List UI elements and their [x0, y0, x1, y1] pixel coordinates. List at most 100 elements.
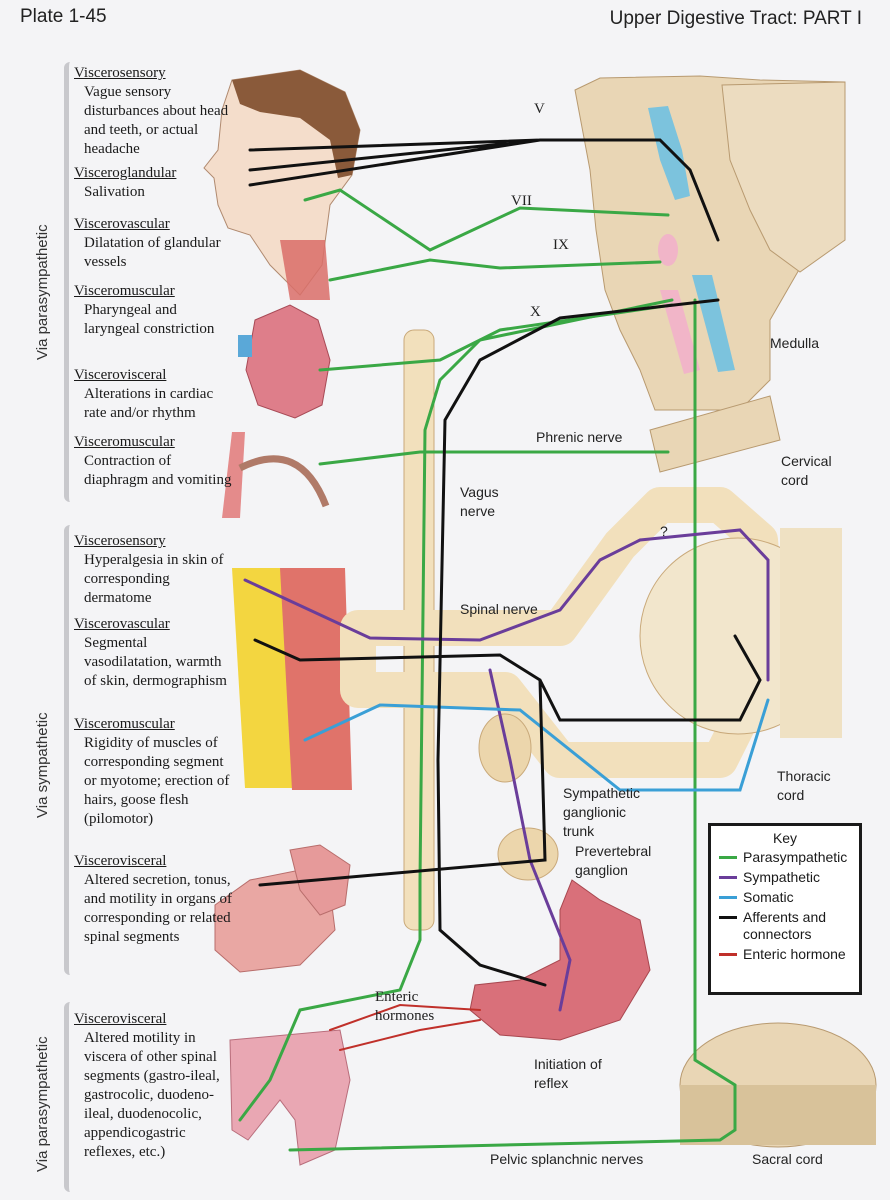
heart-vessel-blue	[238, 335, 252, 357]
effect-text: Pharyngeal and laryngeal constriction	[84, 302, 215, 337]
legend-label: Afferents and connectors	[743, 909, 827, 942]
group-bracket-3	[64, 1002, 77, 1192]
label-spinal-nerve: Spinal nerve	[460, 601, 538, 617]
sacral-cord-base	[680, 1085, 876, 1145]
sympathetic-ganglion	[478, 713, 532, 783]
medulla-blue-tract	[692, 275, 735, 372]
effect-block: Viscerovascular Dilatation of glandular …	[74, 215, 234, 272]
hair-shape	[232, 70, 360, 178]
afferent-path-vagus	[436, 298, 720, 987]
effect-heading: Viscerovisceral	[74, 853, 167, 869]
effect-heading: Visceromuscular	[74, 716, 175, 732]
effect-heading: Viscerovisceral	[74, 1011, 167, 1027]
afferent-path-spinal	[253, 634, 762, 887]
afferent-path-head	[248, 138, 720, 242]
label-prevertebral-ganglion: Prevertebral ganglion	[575, 843, 652, 878]
parasympathetic-path-vagus	[238, 298, 674, 1122]
parasympathetic-path-phrenic	[318, 450, 670, 466]
effect-text: Vague sensory disturbances about head an…	[84, 84, 229, 157]
heart-shape	[245, 304, 331, 419]
label-cranial-v: V	[534, 101, 545, 117]
effect-heading: Viscerosensory	[74, 65, 166, 81]
effect-heading: Viscerovascular	[74, 616, 170, 632]
effect-heading: Visceroglandular	[74, 165, 177, 181]
label-phrenic-nerve: Phrenic nerve	[536, 429, 623, 445]
neck-shape	[280, 240, 330, 300]
diaphragm-shape	[222, 432, 245, 518]
parasympathetic-path-heart	[318, 303, 674, 372]
label-vagus-nerve: Vagus nerve	[460, 484, 499, 519]
effect-block: Visceroglandular Salivation	[74, 164, 234, 202]
label-enteric-hormones: Enteric hormones	[375, 989, 435, 1024]
muscle-section	[280, 568, 352, 790]
diaphragm-arc	[238, 455, 330, 508]
plate-number: Plate 1-45	[20, 6, 107, 27]
effect-block: Visceromuscular Contraction of diaphragm…	[74, 433, 234, 490]
label-cranial-ix: IX	[553, 237, 569, 253]
legend-label: Enteric hormone	[743, 946, 846, 962]
effect-text: Altered motility in viscera of other spi…	[84, 1030, 220, 1160]
effect-text: Dilatation of glandular vessels	[84, 235, 221, 270]
effect-text: Rigidity of muscles of corresponding seg…	[84, 735, 230, 827]
group-label-sympathetic: Via sympathetic	[34, 712, 51, 818]
enteric-hormone-path	[329, 1003, 481, 1051]
cervical-cord-shape	[649, 395, 781, 473]
thoracic-cord-right	[780, 528, 842, 738]
label-cervical-cord: Cervical cord	[781, 453, 832, 488]
group-label-parasympathetic-upper: Via parasympathetic	[34, 224, 51, 360]
label-cranial-x: X	[530, 304, 541, 320]
legend-item: Afferents and connectors	[719, 909, 859, 943]
legend-label: Parasympathetic	[743, 849, 848, 865]
legend-swatch	[719, 856, 737, 859]
medulla-pink-tract	[660, 290, 700, 374]
effect-text: Alterations in cardiac rate and/or rhyth…	[84, 386, 214, 421]
effect-heading: Visceromuscular	[74, 283, 175, 299]
label-question-mark: ?	[660, 523, 668, 539]
legend-label: Somatic	[743, 889, 794, 905]
label-pelvic-splanchnic: Pelvic splanchnic nerves	[490, 1151, 644, 1167]
parasympathetic-path-pelvic	[288, 298, 737, 1152]
effect-text: Segmental vasodilatation, warmth of skin…	[84, 635, 227, 689]
effect-block: Visceromuscular Rigidity of muscles of c…	[74, 715, 234, 829]
legend-swatch	[719, 896, 737, 899]
group-bracket-1	[64, 62, 77, 502]
legend-swatch	[719, 953, 737, 956]
effect-block: Viscerovisceral Alterations in cardiac r…	[74, 366, 234, 423]
effect-block: Viscerovisceral Altered secretion, tonus…	[74, 852, 234, 947]
legend-item: Enteric hormone	[719, 946, 859, 963]
group-label-parasympathetic-lower: Via parasympathetic	[34, 1036, 51, 1172]
effect-heading: Viscerovascular	[74, 216, 170, 232]
label-sympathetic-trunk: Sympathetic ganglionic trunk	[563, 785, 641, 839]
legend-item: Parasympathetic	[719, 849, 859, 866]
legend: Key Parasympathetic Sympathetic Somatic …	[708, 823, 862, 995]
effect-block: Viscerovisceral Altered motility in visc…	[74, 1010, 234, 1162]
parasympathetic-path-vii	[303, 188, 670, 252]
stomach-shape	[469, 879, 651, 1041]
legend-swatch	[719, 876, 737, 879]
page-title: Upper Digestive Tract: PART I	[609, 8, 862, 29]
effect-text: Salivation	[84, 184, 145, 200]
group-bracket-2	[64, 525, 77, 975]
parasympathetic-path-ix	[328, 258, 662, 282]
label-medulla: Medulla	[770, 335, 820, 351]
effect-block: Viscerosensory Vague sensory disturbance…	[74, 64, 234, 159]
medulla-pink-nucleus	[658, 234, 678, 266]
legend-swatch	[719, 916, 737, 919]
effect-text: Contraction of diaphragm and vomiting	[84, 453, 232, 488]
label-cranial-vii: VII	[511, 193, 532, 209]
effect-block: Visceromuscular Pharyngeal and laryngeal…	[74, 282, 234, 339]
effect-block: Viscerovascular Segmental vasodilatation…	[74, 615, 234, 691]
somatic-path	[303, 698, 770, 792]
colon-shape	[229, 1029, 351, 1166]
effect-text: Altered secretion, tonus, and motility i…	[84, 872, 233, 945]
label-thoracic-cord: Thoracic cord	[777, 768, 831, 803]
legend-label: Sympathetic	[743, 869, 821, 885]
label-sacral-cord: Sacral cord	[752, 1151, 823, 1167]
legend-title: Key	[772, 830, 798, 846]
effect-text: Hyperalgesia in skin of corresponding de…	[84, 552, 224, 606]
effect-heading: Visceromuscular	[74, 434, 175, 450]
legend-item: Somatic	[719, 889, 859, 906]
effect-heading: Viscerovisceral	[74, 367, 167, 383]
legend-item: Sympathetic	[719, 869, 859, 886]
